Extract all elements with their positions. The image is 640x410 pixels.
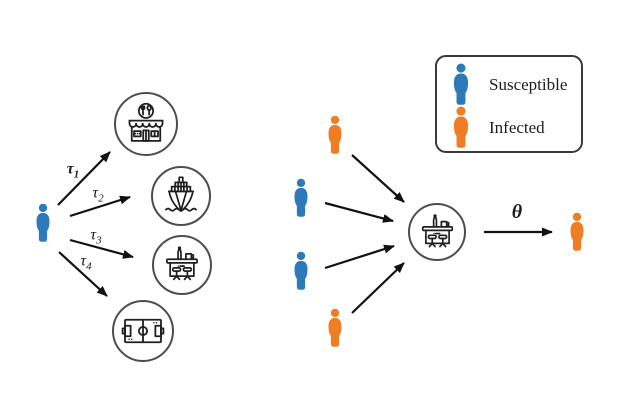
legend-label-infected: Infected [489,118,545,137]
infected-person-icon [324,115,346,155]
infected-person-icon [449,106,473,149]
restaurant-icon [128,102,164,142]
infected-person-icon [566,212,588,252]
susceptible-person-icon [32,203,54,243]
tau3-label: τ3 [90,226,102,247]
legend-label-susceptible: Susceptible [489,75,568,94]
restaurant-node [114,92,178,156]
bar-icon [166,246,198,281]
tau1-label: τ1 [66,160,80,181]
arrow-tau3 [69,238,134,259]
stadium-node [112,300,174,362]
legend-item-infected: Infected [449,106,581,149]
ship-icon [165,176,197,212]
bar-node-left [152,235,212,295]
infected-person-icon [324,308,346,348]
soccer-field-icon [121,318,165,344]
arrow-infected-bottom-to-bar [351,262,405,314]
susceptible-person-icon [290,251,312,291]
arrow-infected-top-to-bar [351,154,405,203]
arrow-tau1 [57,151,111,206]
tau4-label: τ4 [80,252,92,273]
susceptible-person-icon [449,63,473,106]
bar-node-right [408,203,466,261]
arrow-tau2 [69,195,131,218]
bar-icon [421,213,453,247]
legend: Susceptible Infected [435,55,583,153]
theta-label: θ [511,201,523,223]
tau2-label: τ2 [92,184,104,205]
ship-node [151,166,211,226]
arrow-susceptible-2-to-bar [324,244,395,270]
susceptible-person-icon [290,178,312,218]
arrow-tau4 [58,251,108,297]
legend-item-susceptible: Susceptible [449,63,581,106]
arrow-susceptible-1-to-bar [324,201,394,223]
